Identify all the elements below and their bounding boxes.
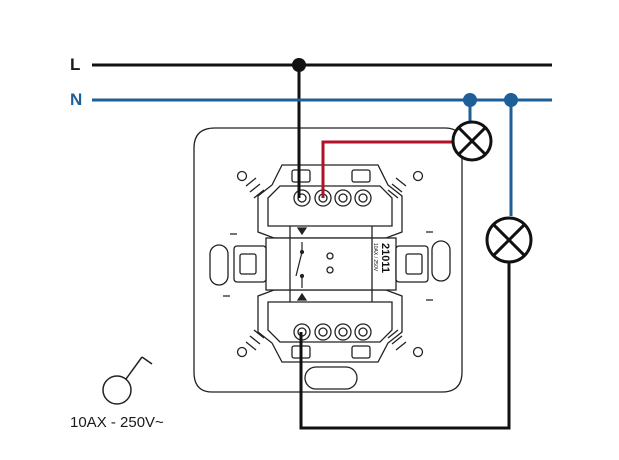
model-rating: 10AX / 250V <box>372 243 378 272</box>
switch-mechanism <box>233 226 429 302</box>
neutral-line-label: N <box>70 90 83 109</box>
lamp-icon <box>485 216 533 264</box>
rating-label: 10AX - 250V~ <box>70 414 164 431</box>
live-line-label: L <box>70 55 81 74</box>
switch-symbol-icon <box>295 227 308 301</box>
bottom-screw-terminals <box>293 323 372 341</box>
lamp-icon <box>451 120 493 162</box>
switch-symbol-icon <box>102 356 153 405</box>
return-wire <box>299 262 511 430</box>
switched-wire <box>321 140 452 198</box>
plate-fixing-slots <box>209 170 451 390</box>
model-number: 21011 <box>379 243 391 273</box>
